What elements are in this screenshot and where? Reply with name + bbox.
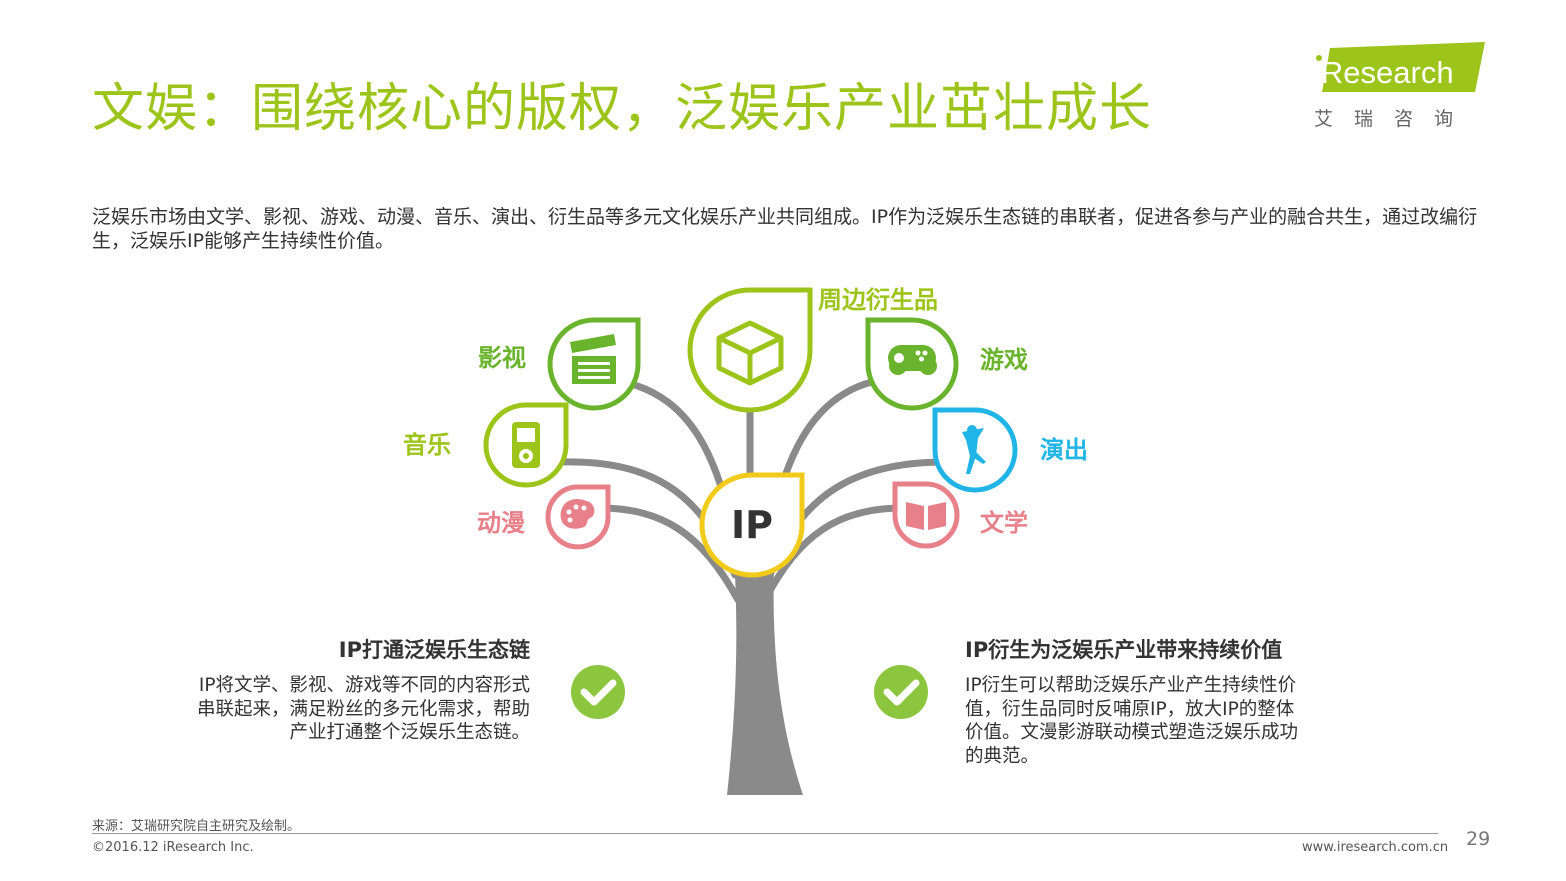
node-literature <box>895 484 957 546</box>
copyright: ©2016.12 iResearch Inc. <box>92 840 254 855</box>
node-anime <box>548 487 608 547</box>
check-icon <box>874 665 928 719</box>
node-film <box>550 320 638 408</box>
left-block-line: IP将文学、影视、游戏等不同的内容形式 <box>130 674 530 698</box>
node-ip-core: IP <box>702 475 802 575</box>
right-block-line: 的典范。 <box>965 745 1365 769</box>
right-block-line: 价值。文漫影游联动模式塑造泛娱乐成功 <box>965 721 1365 745</box>
mp3-player-icon <box>512 422 540 468</box>
label-show: 演出 <box>1040 430 1088 465</box>
right-block-line: 值，衍生品同时反哺原IP，放大IP的整体 <box>965 698 1365 722</box>
tree-trunk <box>727 540 803 795</box>
left-block-line: 产业打通整个泛娱乐生态链。 <box>130 721 530 745</box>
right-block-title: IP衍生为泛娱乐产业带来持续价值 <box>965 634 1282 664</box>
check-icon <box>571 665 625 719</box>
gamepad-icon <box>888 345 937 375</box>
right-block-text: IP衍生可以帮助泛娱乐产业产生持续性价 值，衍生品同时反哺原IP，放大IP的整体… <box>965 674 1365 768</box>
label-literature: 文学 <box>980 503 1028 538</box>
website-link[interactable]: www.iresearch.com.cn <box>1302 840 1448 855</box>
node-merch <box>690 290 810 410</box>
clapperboard-icon <box>570 334 616 384</box>
node-music <box>486 405 566 485</box>
right-block-line: IP衍生可以帮助泛娱乐产业产生持续性价 <box>965 674 1365 698</box>
node-game <box>868 320 956 408</box>
left-block-title: IP打通泛娱乐生态链 <box>339 634 530 664</box>
node-show <box>935 410 1015 490</box>
core-label: IP <box>731 503 773 547</box>
left-block-text: IP将文学、影视、游戏等不同的内容形式 串联起来，满足粉丝的多元化需求，帮助 产… <box>130 674 530 745</box>
page-number: 29 <box>1466 828 1490 850</box>
footer-divider <box>92 833 1438 834</box>
left-block-line: 串联起来，满足粉丝的多元化需求，帮助 <box>130 698 530 722</box>
label-film: 影视 <box>478 338 526 373</box>
label-merch: 周边衍生品 <box>818 280 938 315</box>
source-note: 来源：艾瑞研究院自主研究及绘制。 <box>92 815 300 834</box>
label-game: 游戏 <box>980 340 1028 375</box>
label-anime: 动漫 <box>477 503 525 538</box>
label-music: 音乐 <box>403 425 451 460</box>
